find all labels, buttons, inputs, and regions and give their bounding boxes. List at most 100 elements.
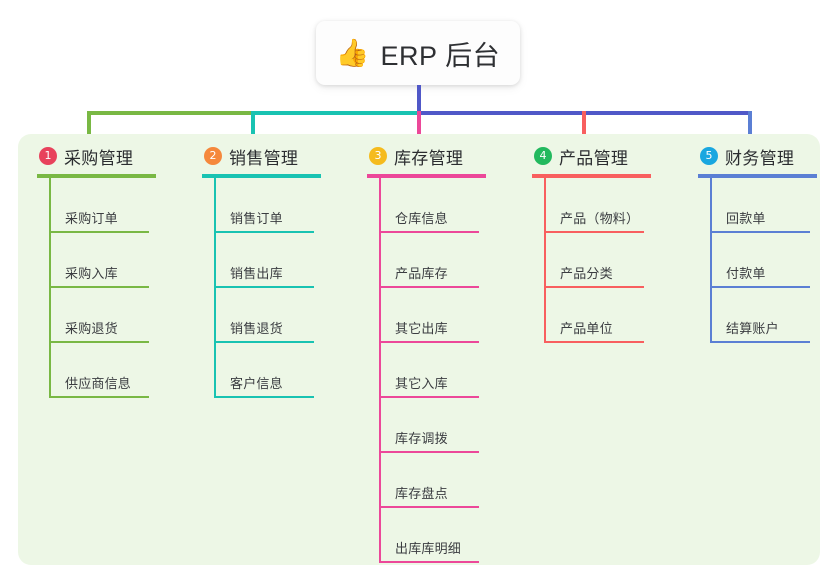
branch-item-underline <box>379 451 479 453</box>
branch-number-badge: 5 <box>700 147 718 165</box>
root-title: ERP 后台 <box>380 40 501 71</box>
branch-item[interactable]: 销售退货 <box>214 288 362 343</box>
branch-item[interactable]: 其它出库 <box>379 288 527 343</box>
branch-item-label: 仓库信息 <box>395 211 448 226</box>
branch-title: 采购管理 <box>64 148 134 168</box>
diagram-panel <box>18 134 820 565</box>
branch-item-underline <box>379 286 479 288</box>
branch-item-label: 客户信息 <box>230 376 283 391</box>
branch-item[interactable]: 采购退货 <box>49 288 197 343</box>
branch-item[interactable]: 付款单 <box>710 233 839 288</box>
branch-spine <box>49 178 51 398</box>
branch-item[interactable]: 库存调拨 <box>379 398 527 453</box>
branch-item-underline <box>49 286 149 288</box>
connector-drop-5 <box>748 111 752 145</box>
root-node[interactable]: 👍 ERP 后台 <box>316 21 520 85</box>
branch-item-list: 仓库信息产品库存其它出库其它入库库存调拨库存盘点出库库明细 <box>367 178 527 563</box>
branch-item-label: 回款单 <box>726 211 766 226</box>
connector-drop-1 <box>87 111 91 145</box>
branch-item-label: 库存调拨 <box>395 431 448 446</box>
branch-item[interactable]: 供应商信息 <box>49 343 197 398</box>
branch-underline <box>202 174 321 178</box>
branch-item-underline <box>214 396 314 398</box>
branch-item-underline <box>544 286 644 288</box>
branch-header-4[interactable]: 4 产品管理 <box>532 144 692 168</box>
branch-item-label: 采购入库 <box>65 266 118 281</box>
branch-item[interactable]: 产品分类 <box>544 233 692 288</box>
connector-drop-4 <box>582 111 586 145</box>
branch-number-badge: 1 <box>39 147 57 165</box>
branch-item-underline <box>379 506 479 508</box>
branch-item-label: 付款单 <box>726 266 766 281</box>
branch-title: 产品管理 <box>559 148 629 168</box>
branch-item-label: 产品（物料） <box>560 211 640 226</box>
branch-item[interactable]: 销售订单 <box>214 178 362 233</box>
branch-item[interactable]: 客户信息 <box>214 343 362 398</box>
branch-title: 销售管理 <box>229 148 299 168</box>
branch-header-3[interactable]: 3 库存管理 <box>367 144 527 168</box>
branch-spine <box>214 178 216 398</box>
branch-number-badge: 2 <box>204 147 222 165</box>
branch-header-1[interactable]: 1 采购管理 <box>37 144 197 168</box>
branch-title: 库存管理 <box>394 148 464 168</box>
branch-item-underline <box>49 341 149 343</box>
branch-spine <box>710 178 712 343</box>
branch-item-list: 采购订单采购入库采购退货供应商信息 <box>37 178 197 398</box>
branch-underline <box>698 174 817 178</box>
branch-item-label: 销售退货 <box>230 321 283 336</box>
branch-item-label: 结算账户 <box>726 321 779 336</box>
branch-item-underline <box>379 341 479 343</box>
branch-item-label: 采购订单 <box>65 211 118 226</box>
branch-column-2: 2 销售管理销售订单销售出库销售退货客户信息 <box>202 144 362 398</box>
branch-item[interactable]: 销售出库 <box>214 233 362 288</box>
branch-item[interactable]: 采购订单 <box>49 178 197 233</box>
branch-item[interactable]: 采购入库 <box>49 233 197 288</box>
branch-column-1: 1 采购管理采购订单采购入库采购退货供应商信息 <box>37 144 197 398</box>
branch-item[interactable]: 产品（物料） <box>544 178 692 233</box>
connector-bus-green <box>87 111 255 115</box>
branch-title: 财务管理 <box>725 148 795 168</box>
branch-item-label: 供应商信息 <box>65 376 132 391</box>
branch-item-underline <box>710 231 810 233</box>
branch-item[interactable]: 产品库存 <box>379 233 527 288</box>
branch-item-list: 回款单付款单结算账户 <box>698 178 839 343</box>
branch-item[interactable]: 其它入库 <box>379 343 527 398</box>
branch-item[interactable]: 产品单位 <box>544 288 692 343</box>
branch-column-5: 5 财务管理回款单付款单结算账户 <box>698 144 839 343</box>
branch-item-underline <box>379 396 479 398</box>
branch-item[interactable]: 出库库明细 <box>379 508 527 563</box>
branch-item[interactable]: 仓库信息 <box>379 178 527 233</box>
thumbs-up-icon: 👍 <box>335 37 370 68</box>
branch-item-label: 产品单位 <box>560 321 613 336</box>
branch-item-label: 库存盘点 <box>395 486 448 501</box>
branch-item[interactable]: 结算账户 <box>710 288 839 343</box>
branch-item-label: 出库库明细 <box>395 541 462 556</box>
branch-spine <box>379 178 381 563</box>
branch-underline <box>532 174 651 178</box>
branch-item-underline <box>710 286 810 288</box>
branch-item-underline <box>379 231 479 233</box>
branch-item-label: 产品库存 <box>395 266 448 281</box>
branch-header-2[interactable]: 2 销售管理 <box>202 144 362 168</box>
branch-number-badge: 3 <box>369 147 387 165</box>
branch-item-underline <box>49 396 149 398</box>
branch-column-4: 4 产品管理产品（物料） 产品分类产品单位 <box>532 144 692 343</box>
branch-item-label: 采购退货 <box>65 321 118 336</box>
connector-drop-2 <box>251 111 255 145</box>
branch-header-5[interactable]: 5 财务管理 <box>698 144 839 168</box>
branch-underline <box>367 174 486 178</box>
branch-item-label: 其它入库 <box>395 376 448 391</box>
branch-column-3: 3 库存管理仓库信息产品库存其它出库其它入库库存调拨库存盘点出库库明细 <box>367 144 527 563</box>
branch-item-underline <box>214 341 314 343</box>
branch-item-underline <box>710 341 810 343</box>
branch-spine <box>544 178 546 343</box>
branch-number-badge: 4 <box>534 147 552 165</box>
branch-item-underline <box>544 231 644 233</box>
branch-item-underline <box>214 231 314 233</box>
branch-item[interactable]: 回款单 <box>710 178 839 233</box>
branch-item[interactable]: 库存盘点 <box>379 453 527 508</box>
branch-item-label: 销售订单 <box>230 211 283 226</box>
branch-item-list: 销售订单销售出库销售退货客户信息 <box>202 178 362 398</box>
branch-item-label: 产品分类 <box>560 266 613 281</box>
